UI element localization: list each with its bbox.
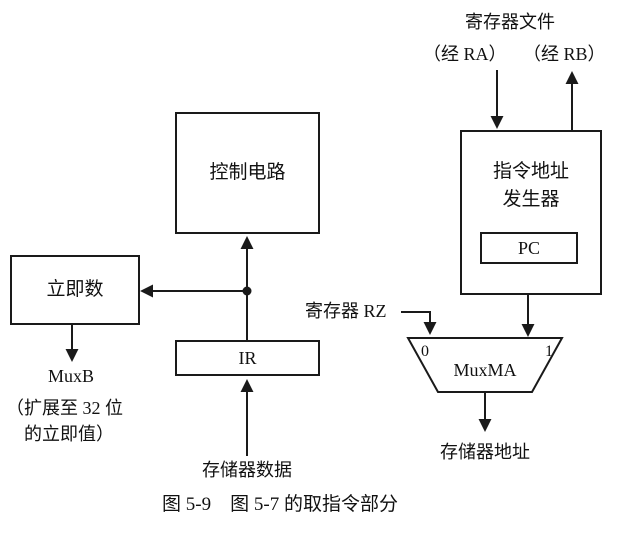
control-circuit-box: 控制电路 <box>175 112 320 234</box>
instruction-address-generator-label-line2: 发生器 <box>502 188 560 210</box>
register-file-label: 寄存器文件 <box>465 12 555 32</box>
pc-box: PC <box>480 232 578 264</box>
register-rz-label: 寄存器 RZ <box>305 301 387 321</box>
mux-input-1-label: 1 <box>545 343 553 360</box>
extended-note-line1: （扩展至 32 位 <box>6 398 123 418</box>
immediate-label: 立即数 <box>46 279 104 301</box>
figure-caption: 图 5-9 图 5-7 的取指令部分 <box>162 494 398 515</box>
via-ra-label: （经 RA） <box>423 44 507 64</box>
memory-data-label: 存储器数据 <box>202 460 292 480</box>
mux-input-0-label: 0 <box>421 343 429 360</box>
extended-note-line2: 的立即值） <box>24 424 114 444</box>
control-circuit-label: 控制电路 <box>209 162 286 184</box>
instruction-address-generator-label-line1: 指令地址 <box>492 161 569 182</box>
immediate-box: 立即数 <box>10 255 140 325</box>
pc-label: PC <box>517 237 541 258</box>
mux-b-label: MuxB <box>48 366 95 386</box>
ir-box: IR <box>175 340 320 376</box>
mux-ma-label: MuxMA <box>453 360 517 380</box>
via-rb-label: （经 RB） <box>523 44 606 64</box>
instruction-address-generator-box: 指令地址 发生器 <box>460 130 602 295</box>
ir-label: IR <box>238 347 257 368</box>
memory-address-label: 存储器地址 <box>440 442 530 462</box>
junction-dot <box>242 286 252 296</box>
